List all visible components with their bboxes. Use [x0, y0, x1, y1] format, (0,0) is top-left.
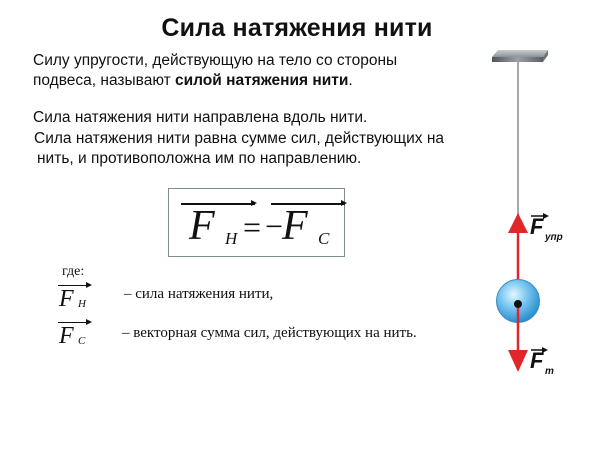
formula-minus: − — [265, 208, 284, 244]
statement-sum-2: нить, и противоположна им по направлению… — [37, 150, 362, 167]
formula-lhs-subscript: Н — [225, 229, 238, 248]
intro-line-1: Силу упругости, действующую на тело со с… — [33, 52, 398, 69]
legend-description-fh: – сила натяжения нити, — [124, 286, 274, 302]
legend-symbol-fh: F Н — [56, 282, 116, 318]
legend-symbol-fc: F C — [56, 319, 116, 355]
formula-rhs-subscript: C — [318, 229, 330, 248]
statement-sum-1: Сила натяжения нити равна сумме сил, дей… — [34, 130, 445, 147]
vector-arrow-icon — [58, 319, 92, 325]
statement-direction: Сила натяжения нити направлена вдоль нит… — [33, 109, 368, 126]
up-force-subscript: упр — [545, 232, 563, 243]
formula-box: F Н = − F C — [168, 188, 347, 257]
down-force-symbol: F — [530, 348, 544, 373]
vector-arrow-icon — [271, 200, 347, 206]
up-force-symbol: F — [530, 214, 544, 239]
vector-arrow-icon — [58, 282, 92, 288]
where-label: где: — [62, 264, 85, 279]
down-arrow-icon — [508, 304, 528, 372]
formula-lhs-symbol: F — [189, 203, 215, 249]
up-arrow-icon — [508, 213, 528, 282]
down-force-subscript: т — [545, 366, 554, 377]
legend-description-fc: – векторная сумма сил, действующих на ни… — [122, 325, 417, 341]
intro-term-bold: силой натяжения нити — [175, 72, 349, 89]
intro-line-2: подвеса, называют силой натяжения нити. — [33, 71, 353, 92]
legend-symbol-f: F — [59, 323, 74, 349]
intro-line-2-prefix: подвеса, называют — [33, 72, 176, 89]
formula-rhs-symbol: F — [282, 203, 308, 249]
legend-symbol-f: F — [59, 286, 74, 312]
legend-subscript: C — [78, 335, 86, 347]
slide-title: Сила натяжения нити — [161, 14, 433, 42]
legend-subscript: Н — [78, 298, 86, 310]
formula-equals: = — [243, 209, 262, 245]
intro-line-2-suffix: . — [348, 72, 353, 89]
vector-arrow-icon — [181, 200, 257, 206]
ceiling-plate-icon — [492, 50, 548, 62]
ball-center-dot — [514, 300, 522, 308]
